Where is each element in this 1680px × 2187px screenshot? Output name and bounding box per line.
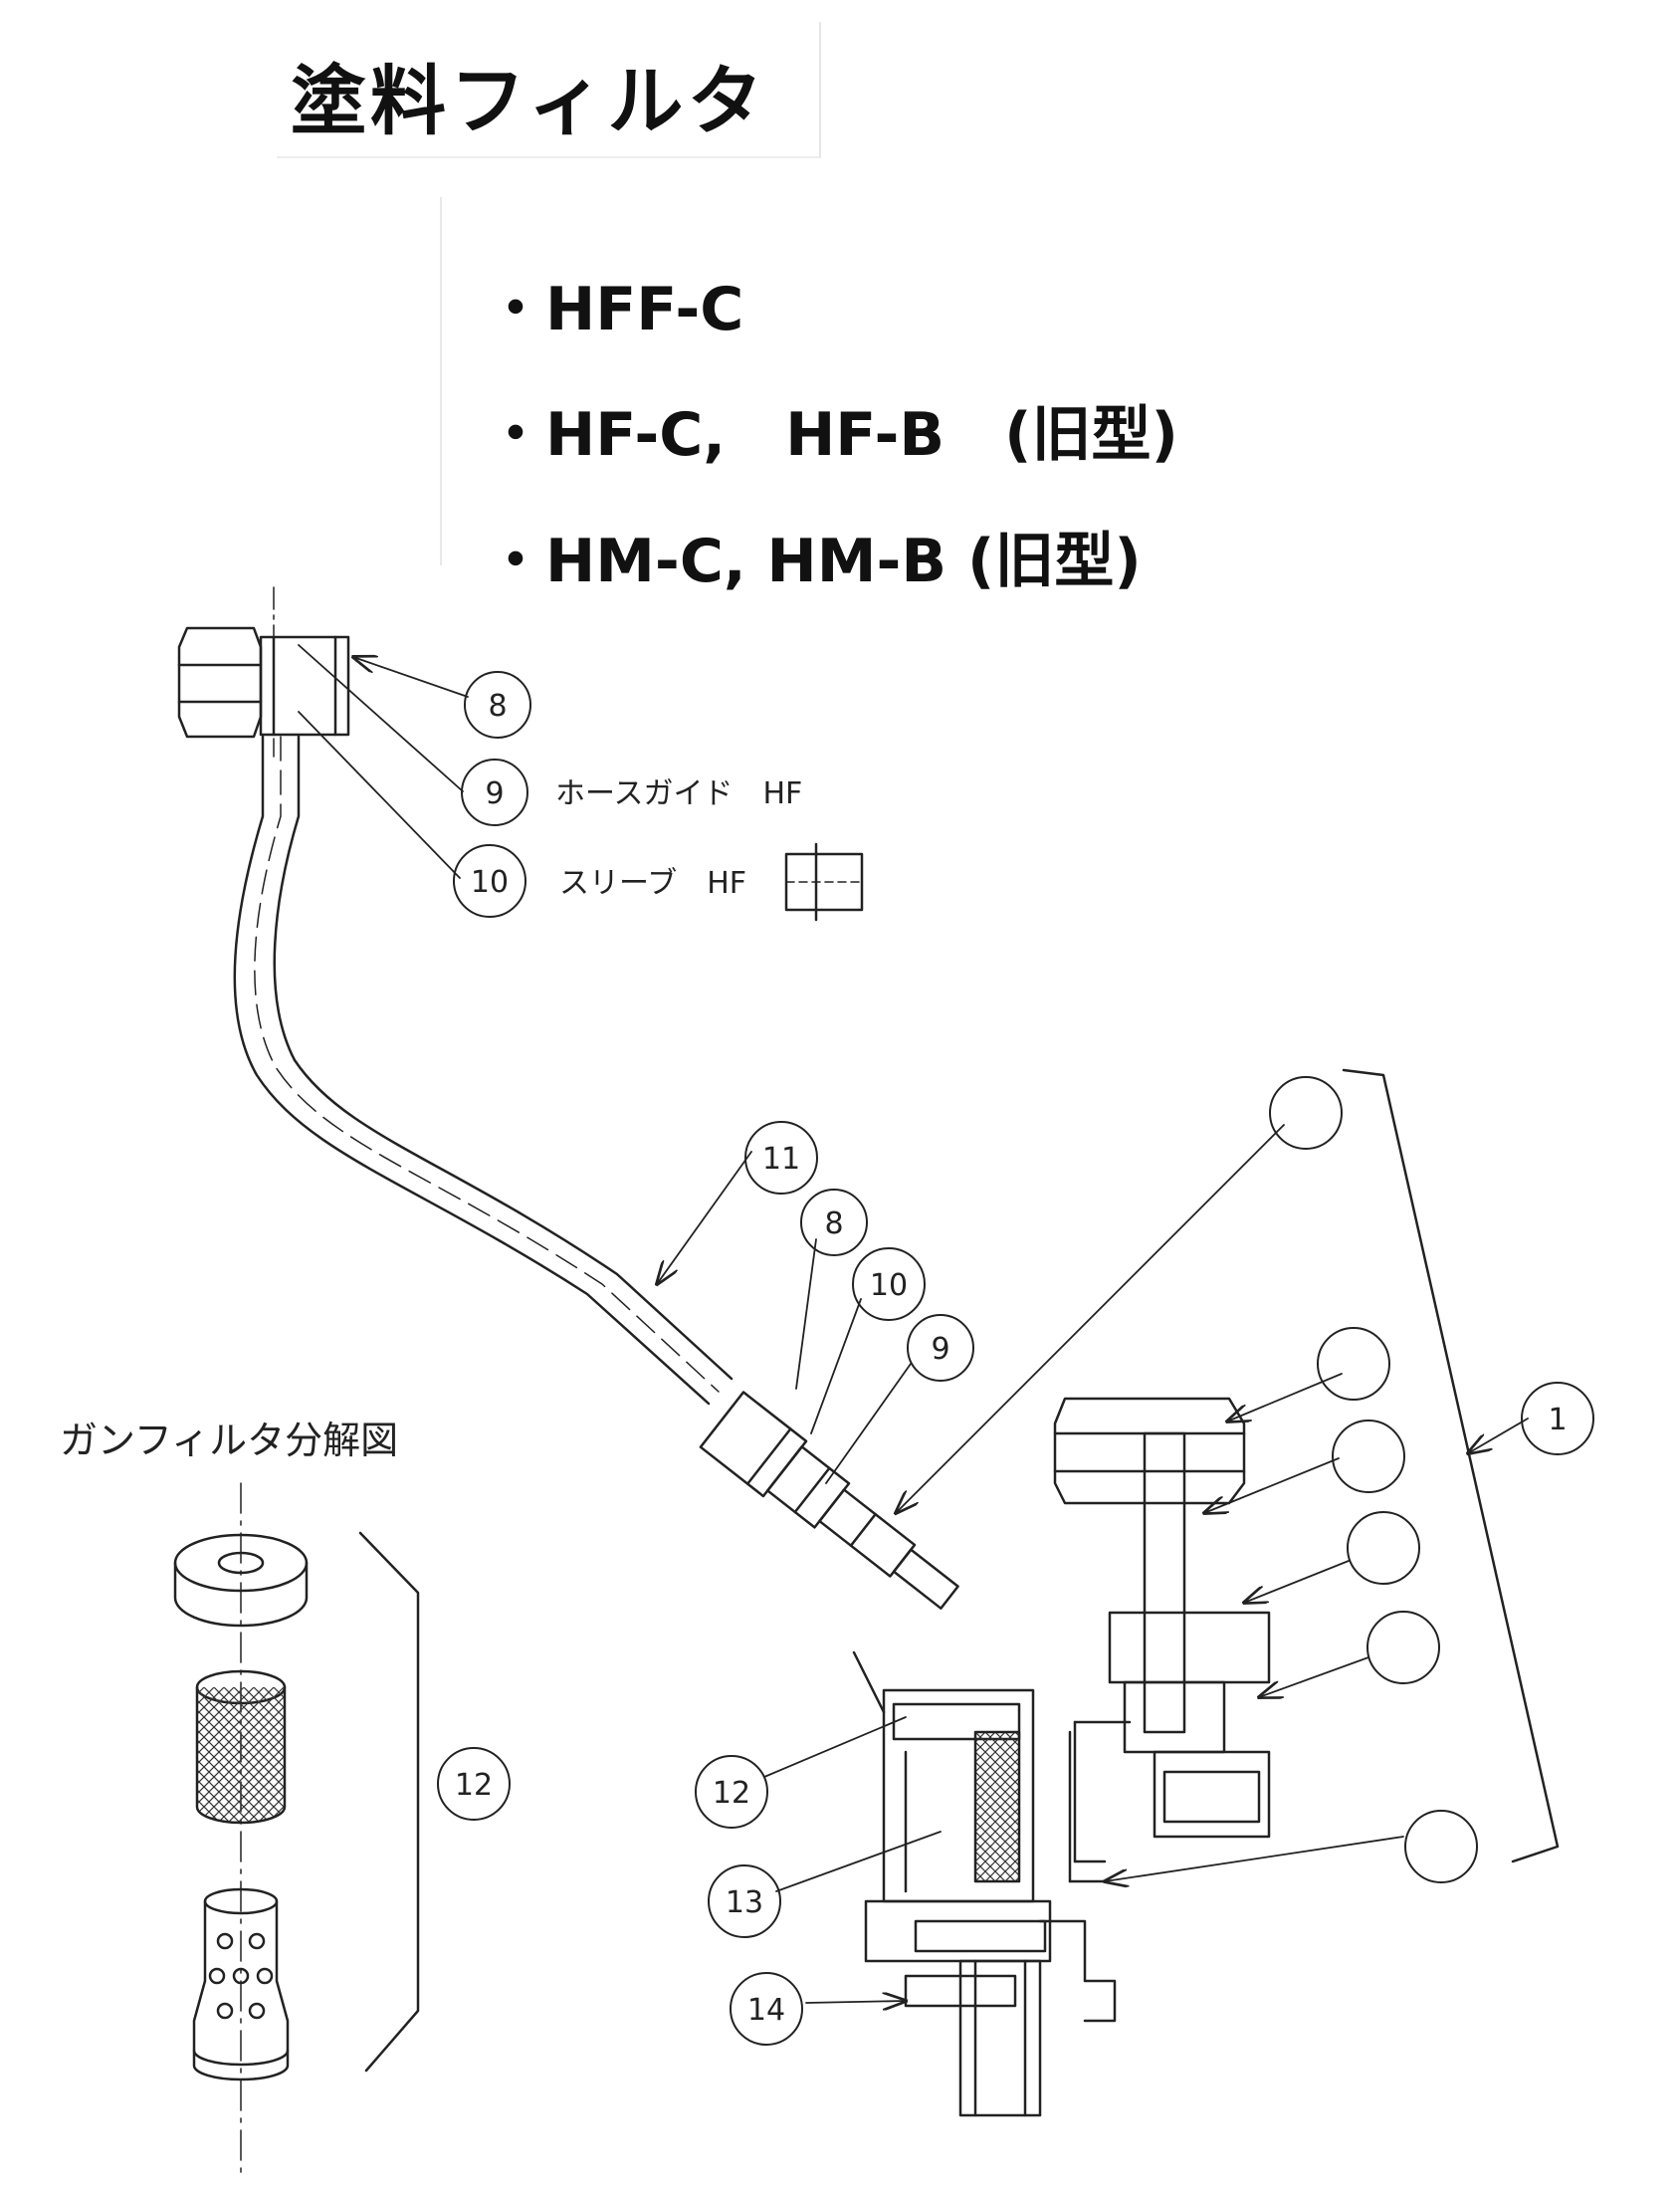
callout-blank-b xyxy=(1317,1327,1390,1401)
callout-12-left xyxy=(437,1747,511,1821)
callout-13 xyxy=(708,1864,781,1938)
callout-blank-d xyxy=(1347,1511,1420,1585)
callout-9-mid xyxy=(907,1314,974,1382)
mid-fitting xyxy=(699,1391,959,1610)
hose-guide-label: ホースガイド HF xyxy=(555,776,802,811)
hose xyxy=(233,735,734,1406)
callout-blank-c xyxy=(1332,1420,1405,1493)
callout-8-top-text: 8 xyxy=(488,689,507,724)
model-item-hm: ・HM-C, HM-B (旧型) xyxy=(486,527,1142,596)
callout-1-text: 1 xyxy=(1548,1403,1567,1437)
callout-blank-a xyxy=(1269,1076,1343,1150)
callout-circles xyxy=(437,671,1594,2046)
callout-13-text: 13 xyxy=(726,1885,763,1920)
exploded-parts xyxy=(173,1482,309,2181)
callout-blank-e xyxy=(1366,1611,1440,1684)
callout-9-mid-text: 9 xyxy=(931,1332,949,1367)
callout-1 xyxy=(1521,1382,1594,1455)
model-list-frame xyxy=(440,197,1372,565)
callout-10-top-text: 10 xyxy=(471,865,509,900)
callout-9-top xyxy=(461,759,528,826)
model-item-hff-c: ・HFF-C xyxy=(486,275,744,344)
callout-12-left-text: 12 xyxy=(455,1768,493,1803)
callout-12-text: 12 xyxy=(713,1776,750,1811)
callout-10-top xyxy=(453,844,526,918)
title-frame xyxy=(277,22,821,158)
callout-8-top xyxy=(464,671,531,739)
callout-12 xyxy=(695,1755,768,1829)
callout-10-mid-text: 10 xyxy=(870,1268,908,1303)
callout-10-mid xyxy=(852,1247,926,1321)
callout-11 xyxy=(744,1121,818,1195)
callout-14-text: 14 xyxy=(747,1993,785,2028)
right-assembly xyxy=(1053,1397,1271,1863)
callout-blank-f xyxy=(1404,1810,1478,1883)
callout-14 xyxy=(730,1972,803,2046)
top-fitting xyxy=(177,586,350,758)
page-title: 塗料フィルタ xyxy=(291,57,767,145)
callout-8-mid xyxy=(800,1189,868,1256)
callout-11-text: 11 xyxy=(762,1142,800,1177)
model-item-hf: ・HF-C, HF-B (旧型) xyxy=(486,400,1178,470)
bracket-12 xyxy=(358,1531,420,2073)
callout-9-top-text: 9 xyxy=(485,776,504,811)
leader-lines xyxy=(298,644,1529,2003)
callout-8-mid-text: 8 xyxy=(824,1206,843,1241)
sleeve-label: スリーブ HF xyxy=(559,866,746,901)
gun-filter-exploded-label: ガンフィルタ分解図 xyxy=(60,1419,398,1462)
sleeve-icon xyxy=(784,842,864,922)
filter-body xyxy=(852,1650,1117,2117)
bracket-1 xyxy=(1342,1068,1560,1863)
